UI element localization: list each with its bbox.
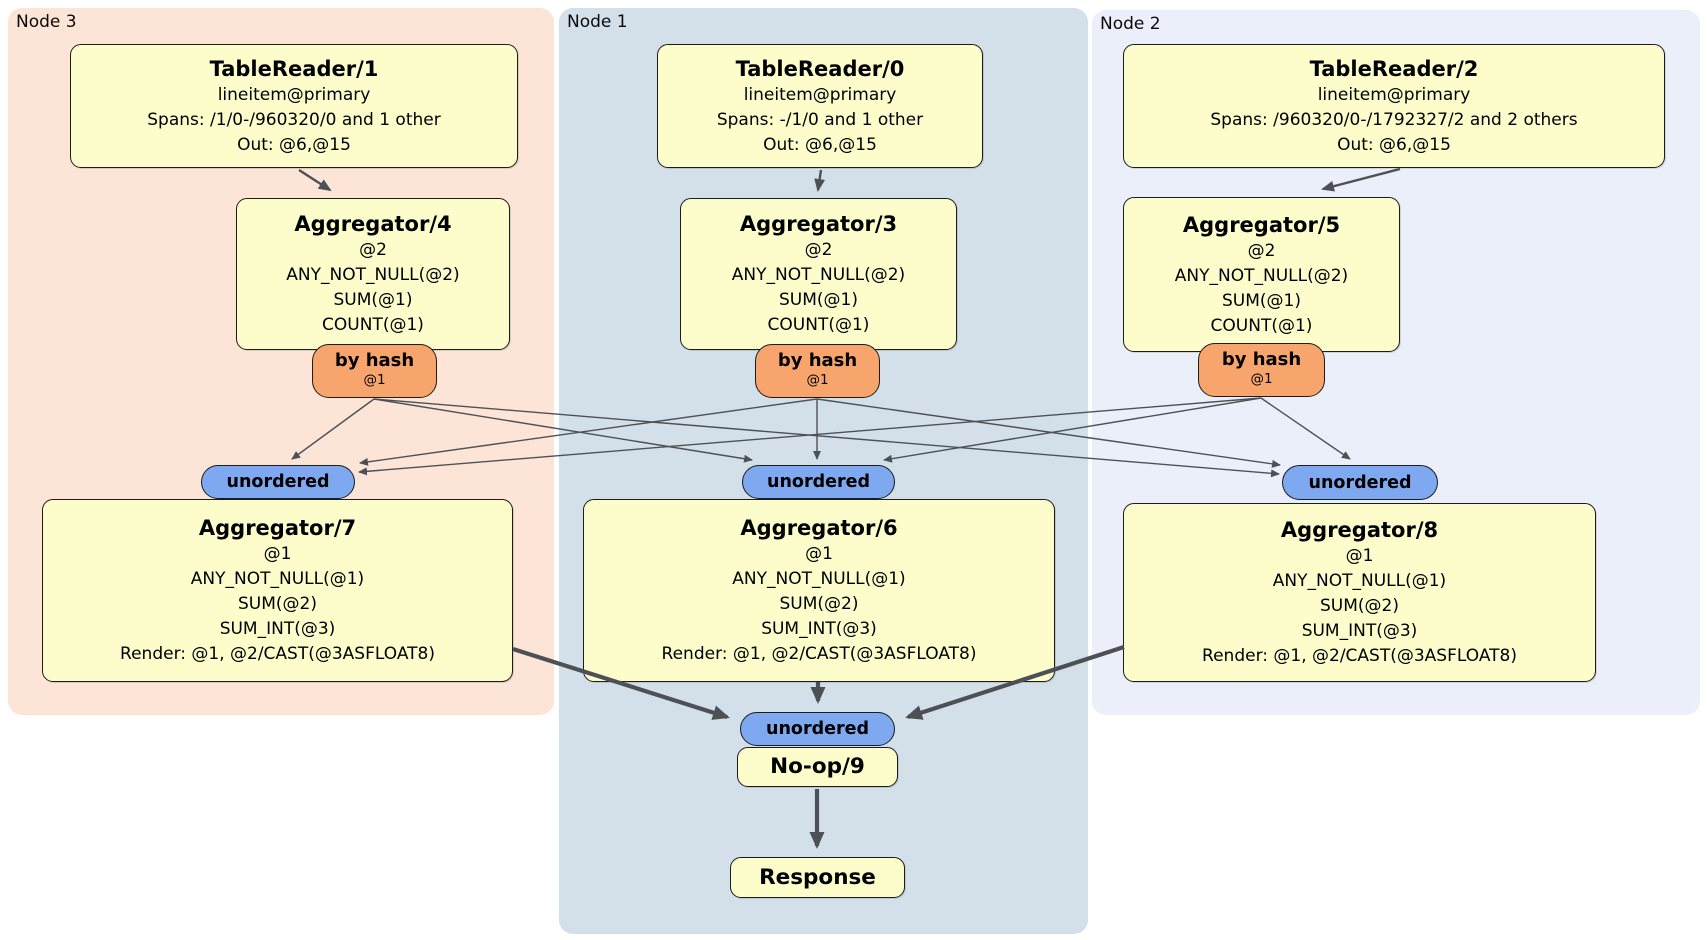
processor-detail-line: ANY_NOT_NULL(@2) xyxy=(286,265,460,285)
processor-title: TableReader/2 xyxy=(1309,56,1479,81)
processor-detail-line: @1 xyxy=(263,544,292,564)
processor-detail-line: SUM(@1) xyxy=(1222,290,1301,311)
processor-title: Response xyxy=(759,864,876,890)
router-label: by hash xyxy=(334,350,415,371)
processor-detail-line: @2 xyxy=(804,240,833,260)
sync-unordered-8: unordered xyxy=(1282,465,1438,500)
processor-detail-line: ANY_NOT_NULL(@1) xyxy=(1272,571,1447,591)
processor-tablereader-2: TableReader/2 lineitem@primary Spans: /9… xyxy=(1123,44,1665,168)
router-by-hash-3: by hash @1 xyxy=(755,344,880,398)
region-label-node-2: Node 2 xyxy=(1100,14,1161,34)
processor-detail-line: SUM(@1) xyxy=(779,290,858,310)
sync-unordered-9: unordered xyxy=(740,712,895,746)
processor-response: Response xyxy=(730,857,905,898)
processor-detail-line: Out: @6,@15 xyxy=(763,134,877,155)
processor-detail-line: @2 xyxy=(1247,240,1276,261)
processor-detail-line: SUM(@1) xyxy=(333,290,413,310)
region-label-node-3: Node 3 xyxy=(16,12,77,32)
router-hash-column: @1 xyxy=(1250,371,1273,387)
processor-aggregator-6: Aggregator/6 @1 ANY_NOT_NULL(@1) SUM(@2)… xyxy=(583,499,1055,682)
processor-tablereader-1: TableReader/1 lineitem@primary Spans: /1… xyxy=(70,44,518,168)
processor-title: Aggregator/3 xyxy=(739,212,898,236)
processor-aggregator-3: Aggregator/3 @2 ANY_NOT_NULL(@2) SUM(@1)… xyxy=(680,198,957,350)
processor-title: No-op/9 xyxy=(770,754,865,779)
processor-detail-line: SUM_INT(@3) xyxy=(1301,621,1418,641)
router-hash-column: @1 xyxy=(363,372,386,388)
processor-detail-line: Out: @6,@15 xyxy=(1337,134,1451,155)
processor-detail-line: COUNT(@1) xyxy=(322,315,424,335)
processor-detail-line: SUM(@2) xyxy=(779,594,859,614)
processor-detail-line: @1 xyxy=(1345,546,1374,566)
processor-title: Aggregator/5 xyxy=(1182,212,1341,237)
processor-detail-line: lineitem@primary xyxy=(217,84,371,105)
processor-aggregator-8: Aggregator/8 @1 ANY_NOT_NULL(@1) SUM(@2)… xyxy=(1123,503,1596,682)
processor-title: Aggregator/4 xyxy=(294,212,452,236)
processor-detail-line: Render: @1, @2/CAST(@3ASFLOAT8) xyxy=(1202,646,1517,666)
processor-detail-line: COUNT(@1) xyxy=(767,315,870,335)
processor-detail-line: ANY_NOT_NULL(@2) xyxy=(731,265,906,285)
processor-detail-line: Render: @1, @2/CAST(@3ASFLOAT8) xyxy=(120,644,435,664)
processor-detail-line: Out: @6,@15 xyxy=(237,134,351,155)
region-label-node-1: Node 1 xyxy=(567,12,628,32)
processor-title: Aggregator/7 xyxy=(198,516,357,540)
router-by-hash-4: by hash @1 xyxy=(312,344,437,398)
processor-detail-line: @1 xyxy=(805,544,833,564)
sync-unordered-6: unordered xyxy=(742,465,895,499)
processor-detail-line: SUM(@2) xyxy=(1320,596,1399,616)
sync-unordered-7: unordered xyxy=(201,465,355,499)
processor-detail-line: ANY_NOT_NULL(@1) xyxy=(732,569,906,589)
processor-aggregator-4: Aggregator/4 @2 ANY_NOT_NULL(@2) SUM(@1)… xyxy=(236,198,510,350)
processor-detail-line: Spans: /960320/0-/1792327/2 and 2 others xyxy=(1210,109,1578,130)
processor-detail-line: lineitem@primary xyxy=(1317,84,1471,105)
processor-title: Aggregator/6 xyxy=(740,516,898,540)
processor-detail-line: ANY_NOT_NULL(@1) xyxy=(190,569,365,589)
processor-detail-line: Spans: -/1/0 and 1 other xyxy=(716,109,924,130)
processor-aggregator-7: Aggregator/7 @1 ANY_NOT_NULL(@1) SUM(@2)… xyxy=(42,499,513,682)
processor-detail-line: COUNT(@1) xyxy=(1210,315,1313,336)
processor-tablereader-0: TableReader/0 lineitem@primary Spans: -/… xyxy=(657,44,983,168)
processor-title: Aggregator/8 xyxy=(1280,518,1439,542)
router-label: by hash xyxy=(1221,349,1302,370)
processor-title: TableReader/1 xyxy=(209,56,379,81)
router-label: by hash xyxy=(777,350,858,371)
processor-detail-line: Spans: /1/0-/960320/0 and 1 other xyxy=(147,109,441,130)
router-by-hash-5: by hash @1 xyxy=(1198,343,1325,397)
processor-detail-line: SUM_INT(@3) xyxy=(219,619,336,639)
processor-detail-line: Render: @1, @2/CAST(@3ASFLOAT8) xyxy=(661,644,977,664)
processor-title: TableReader/0 xyxy=(735,56,905,81)
processor-noop-9: No-op/9 xyxy=(737,747,898,787)
processor-detail-line: SUM_INT(@3) xyxy=(761,619,877,639)
processor-detail-line: @2 xyxy=(359,240,387,260)
router-hash-column: @1 xyxy=(806,372,829,388)
processor-detail-line: ANY_NOT_NULL(@2) xyxy=(1174,265,1349,286)
processor-detail-line: lineitem@primary xyxy=(743,84,897,105)
processor-aggregator-5: Aggregator/5 @2 ANY_NOT_NULL(@2) SUM(@1)… xyxy=(1123,197,1400,352)
processor-detail-line: SUM(@2) xyxy=(238,594,317,614)
